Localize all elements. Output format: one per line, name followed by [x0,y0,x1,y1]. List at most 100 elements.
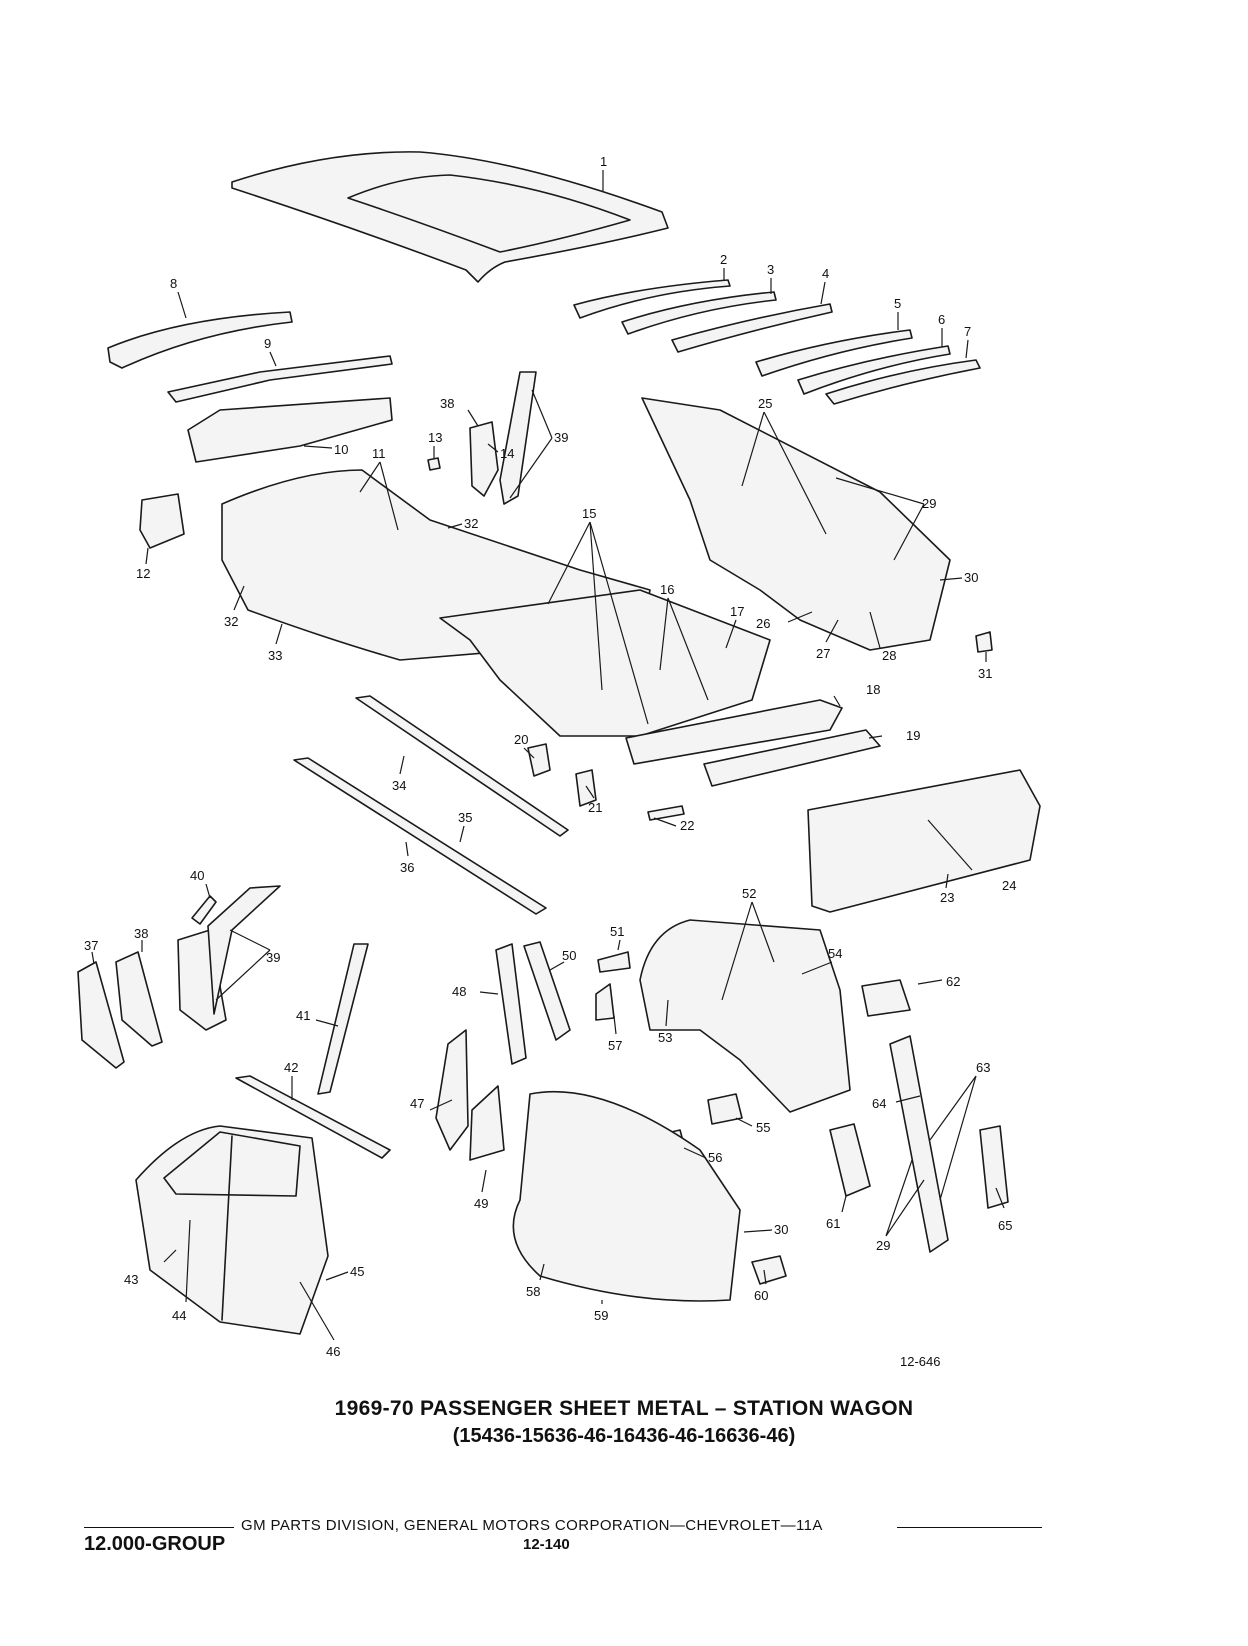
part-38-pillar [115,951,163,1047]
part-door-split [221,1135,233,1321]
callout-45: 45 [350,1264,364,1279]
callout-37: 37 [84,938,98,953]
part-40-strip [191,895,217,925]
callout-20: 20 [514,732,528,747]
part-quarter-panel [512,1090,741,1302]
part-roof-bow-5 [755,329,913,377]
callout-40: 40 [190,868,204,883]
callout-53: 53 [658,1030,672,1045]
part-34-rocker [355,695,569,837]
callout-24: 24 [1002,878,1016,893]
callout-15: 15 [582,506,596,521]
part-tailgate [807,769,1041,913]
callout-48: 48 [452,984,466,999]
callout-29-upper: 29 [922,496,936,511]
callout-29-lower: 29 [876,1238,890,1253]
callout-63: 63 [976,1060,990,1075]
part-22-strap [647,805,685,821]
part-47-panel [435,1029,469,1151]
footer-group-label: 12.000-GROUP [84,1533,226,1555]
part-60-bracket [751,1255,787,1285]
callout-23: 23 [940,890,954,905]
callout-26: 26 [756,616,770,631]
callout-28: 28 [882,648,896,663]
callout-61: 61 [826,1216,840,1231]
callout-11: 11 [372,446,386,461]
part-18-crossmember [625,699,843,765]
footer-page-number: 12-140 [523,1536,570,1553]
callout-32-lower: 32 [224,614,238,629]
part-49-panel [469,1085,505,1161]
part-windshield-header [107,311,293,369]
callout-32-upper: 32 [464,516,478,531]
callout-3: 3 [767,262,774,277]
callout-33: 33 [268,648,282,663]
callout-51: 51 [610,924,624,939]
footer-rule-right [897,1527,1042,1528]
callout-6: 6 [938,312,945,327]
callout-39-upper: 39 [554,430,568,445]
part-50-panel [523,941,571,1041]
leader-lines [91,170,1005,1341]
part-door-assembly [135,1125,329,1335]
callout-54: 54 [828,946,842,961]
callout-59: 59 [594,1308,608,1323]
part-36-rocker [293,757,547,915]
part-12-bracket [139,493,185,549]
callout-65: 65 [998,1218,1012,1233]
callout-7: 7 [964,324,971,339]
part-roof-bow-4 [671,303,833,353]
part-13-clip [427,457,441,471]
part-31-bracket [975,631,993,653]
part-37-pillar [77,961,125,1069]
diagram-subtitle: (15436-15636-46-16436-46-16636-46) [452,1425,796,1447]
callout-25: 25 [758,396,772,411]
callout-27: 27 [816,646,830,661]
part-51-bracket [597,951,631,973]
part-20-bracket [527,743,551,777]
part-41-pillar [317,943,369,1095]
part-64-pillar [889,1035,949,1253]
part-55-pocket [707,1093,743,1125]
callout-30-lower: 30 [774,1222,788,1237]
part-61-bracket [829,1123,871,1197]
part-14-38-pillar [469,421,499,497]
callout-22: 22 [680,818,694,833]
part-dash-panel [187,397,393,463]
part-42-sill [235,1075,391,1159]
callout-34: 34 [392,778,406,793]
callout-44: 44 [172,1308,186,1323]
part-door-window [163,1131,301,1197]
callout-labels: 1 2 3 4 5 6 7 8 9 10 11 12 13 14 15 16 1… [84,154,1016,1359]
part-roof-bow-3 [621,291,777,335]
part-cowl-top [167,355,393,403]
figure-number: 12-646 [900,1354,941,1369]
callout-56: 56 [708,1150,722,1165]
callout-10: 10 [334,442,348,457]
callout-52: 52 [742,886,756,901]
callout-42: 42 [284,1060,298,1075]
callout-19: 19 [906,728,920,743]
part-outlines [77,151,1041,1335]
part-19-sill [703,729,881,787]
part-21-bracket [575,769,597,807]
part-roof-bow-7 [825,359,981,405]
callout-50: 50 [562,948,576,963]
callout-35: 35 [458,810,472,825]
part-39-pillar-upper [499,371,537,505]
part-rear-floor [439,589,771,737]
callout-2: 2 [720,252,727,267]
part-rear-inner-quarter [641,397,951,651]
callout-5: 5 [894,296,901,311]
callout-18: 18 [866,682,880,697]
part-62-bracket [861,979,911,1017]
callout-43: 43 [124,1272,138,1287]
part-roof-panel [231,151,669,283]
part-roof-inner [347,174,631,253]
part-65-bracket [979,1125,1009,1209]
part-48-panel [495,943,527,1065]
callout-36: 36 [400,860,414,875]
callout-38-upper: 38 [440,396,454,411]
